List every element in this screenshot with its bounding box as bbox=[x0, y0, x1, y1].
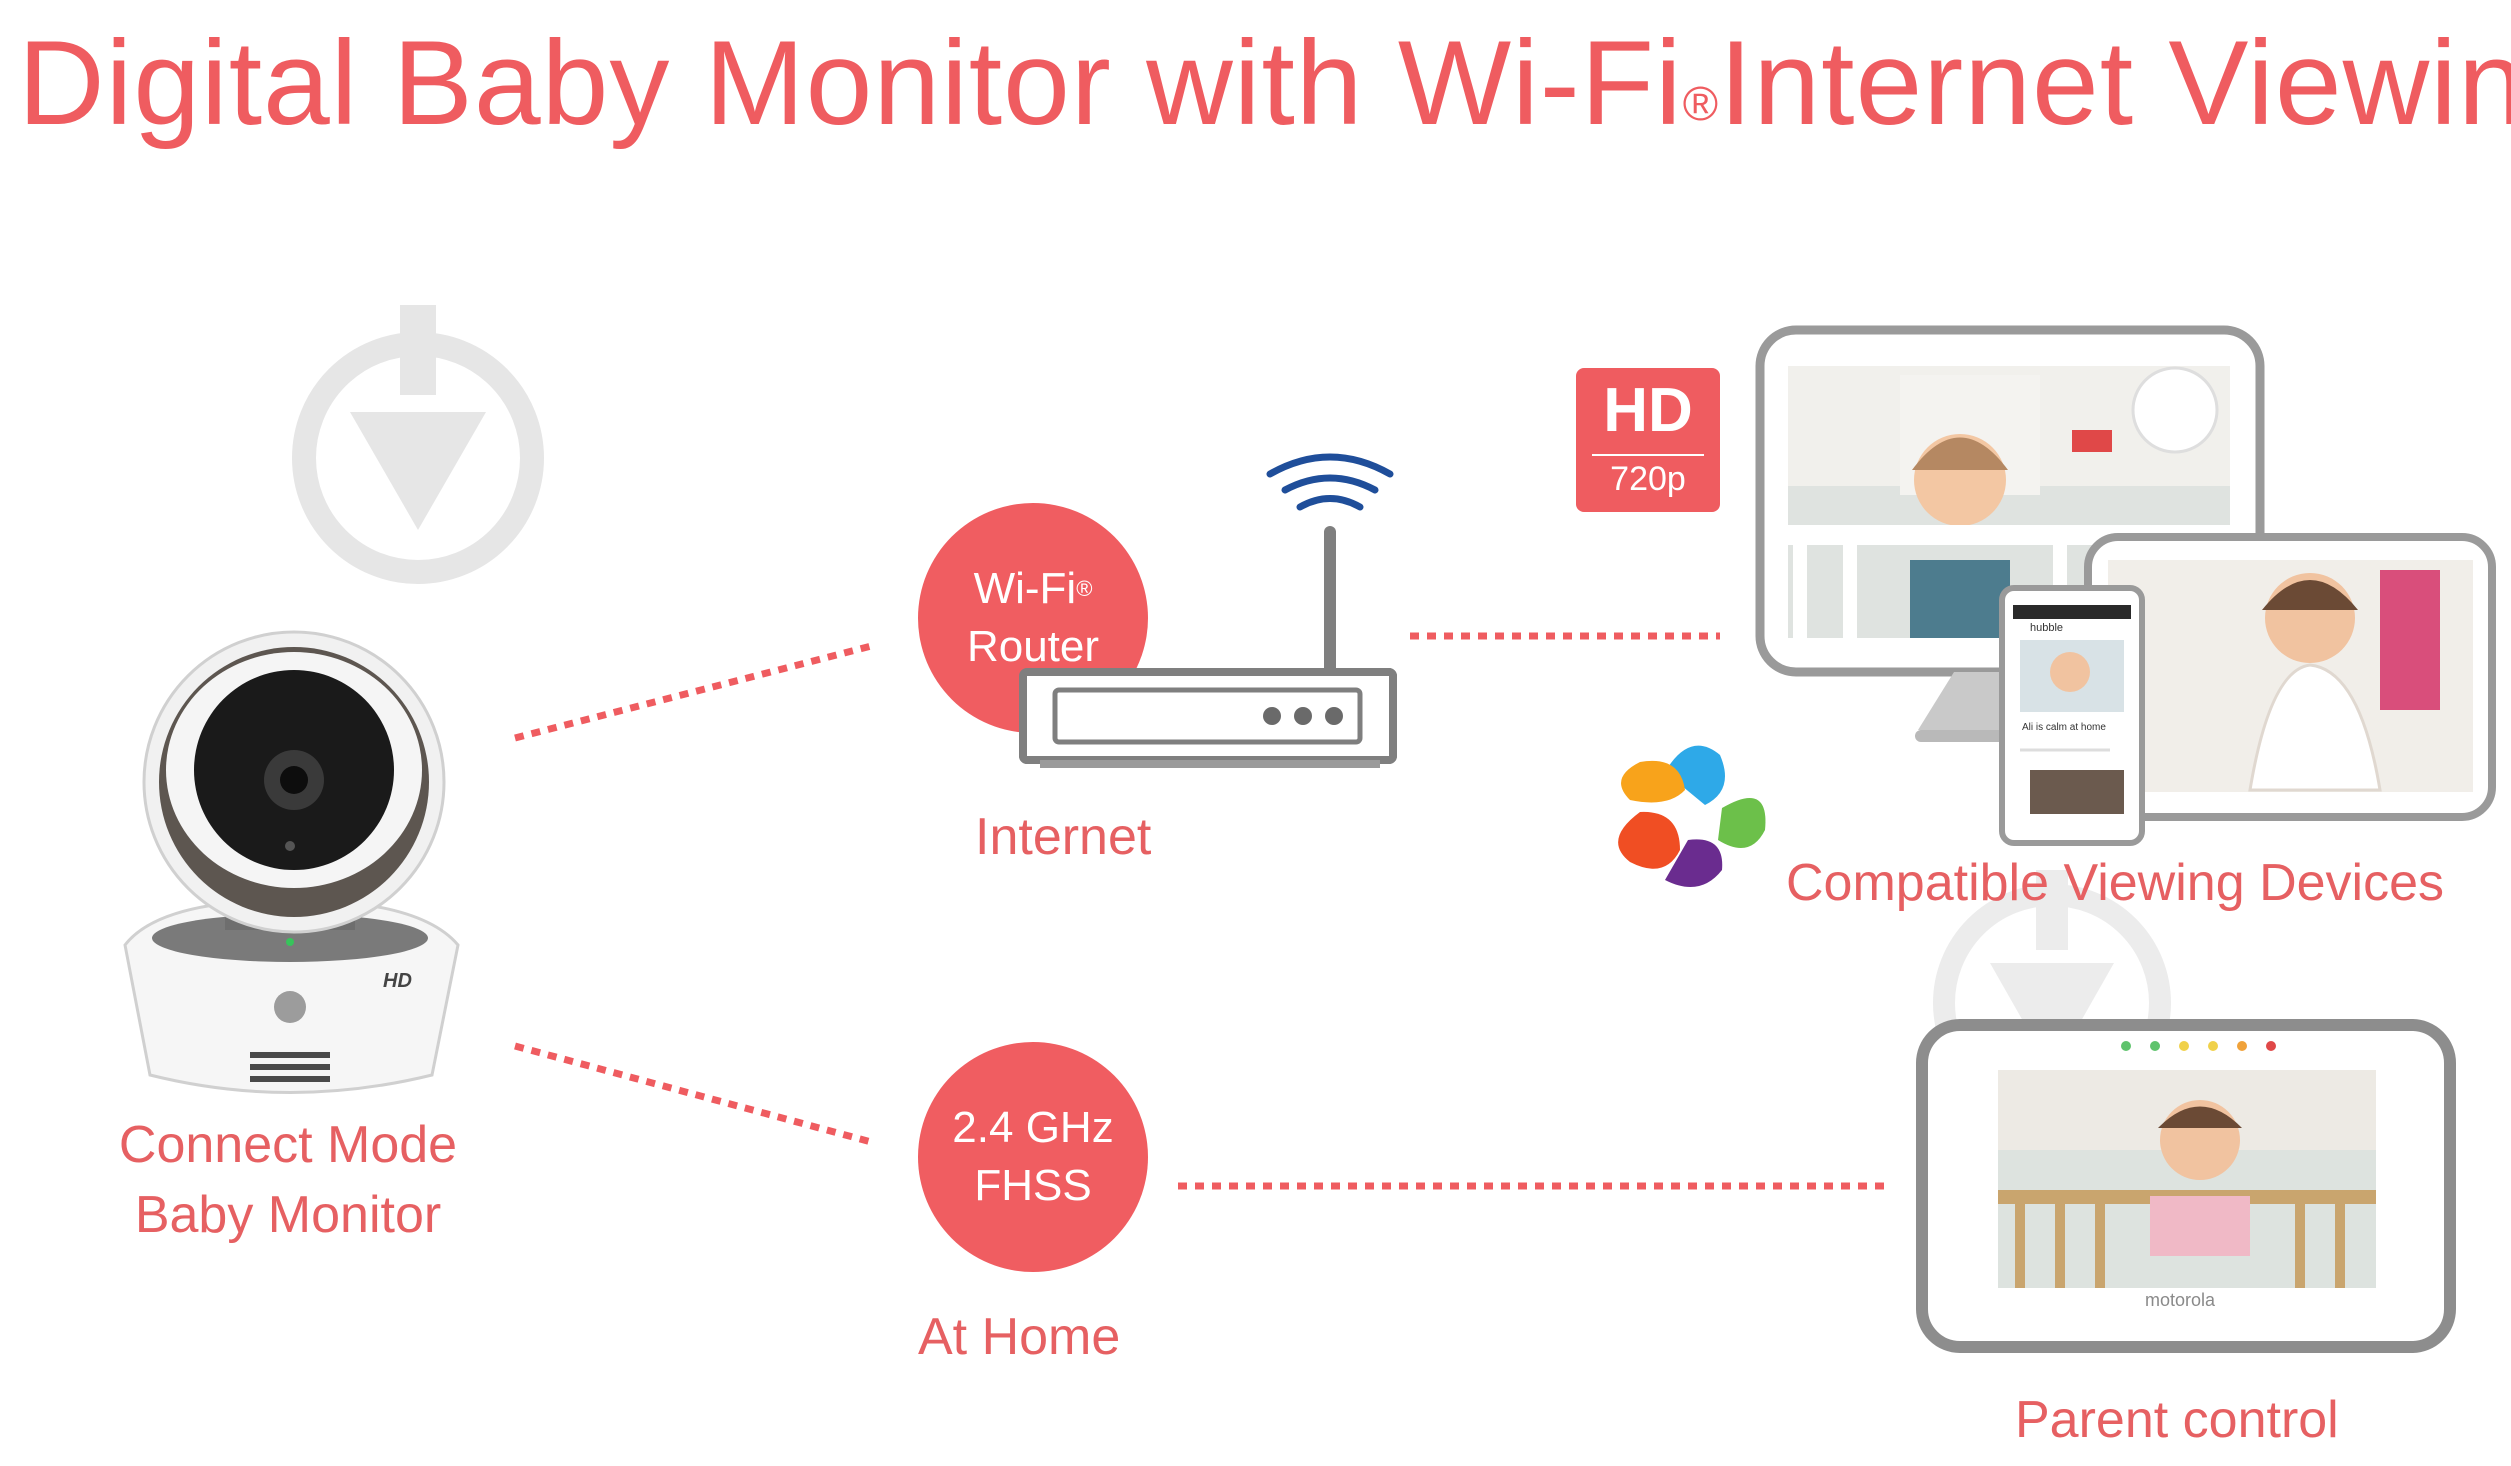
devices-caption: Compatible Viewing Devices bbox=[1786, 854, 2445, 912]
camera-label-line2: Baby Monitor bbox=[134, 1186, 442, 1244]
tablet-device-icon bbox=[2084, 533, 2496, 821]
hd-720p-badge: HD 720p bbox=[1576, 368, 1720, 512]
hd-badge-text: HD bbox=[1603, 376, 1693, 445]
parent-unit-device-icon bbox=[1916, 1019, 2456, 1353]
camera-device-icon bbox=[123, 630, 460, 1094]
at-home-caption: At Home bbox=[918, 1308, 1121, 1366]
wifi-router-circle-line1: Wi-Fi® bbox=[973, 564, 1093, 613]
camera-label-line1: Connect Mode bbox=[118, 1116, 458, 1174]
fhss-circle-line2: FHSS bbox=[974, 1161, 1092, 1210]
connector-camera-router bbox=[514, 641, 876, 742]
connector-lines bbox=[514, 632, 1890, 1190]
download-watermark-icon bbox=[292, 305, 544, 584]
phone-device-icon bbox=[1999, 585, 2145, 846]
phone-app-name: hubble bbox=[2030, 622, 2064, 634]
parent-unit-brand: motorola bbox=[2145, 1290, 2216, 1310]
hubble-logo-icon bbox=[1618, 745, 1766, 888]
page-title: Digital Baby Monitor with Wi-Fi®Internet… bbox=[18, 16, 2511, 150]
camera-hd-badge: HD bbox=[383, 970, 412, 992]
wifi-signal-icon bbox=[1266, 453, 1394, 511]
wifi-router-circle-line2: Router bbox=[966, 622, 1100, 671]
router-front-overlay bbox=[1019, 668, 1397, 768]
resolution-text: 720p bbox=[1592, 454, 1704, 502]
connector-camera-fhss bbox=[514, 1042, 876, 1147]
camera-label: Connect Mode Baby Monitor bbox=[98, 1110, 478, 1250]
fhss-circle: 2.4 GHz FHSS bbox=[918, 1042, 1148, 1272]
internet-caption: Internet bbox=[975, 808, 1152, 866]
fhss-circle-line1: 2.4 GHz bbox=[952, 1103, 1114, 1152]
parent-control-caption: Parent control bbox=[2015, 1391, 2339, 1449]
phone-status-text: Ali is calm at home bbox=[2022, 722, 2106, 733]
